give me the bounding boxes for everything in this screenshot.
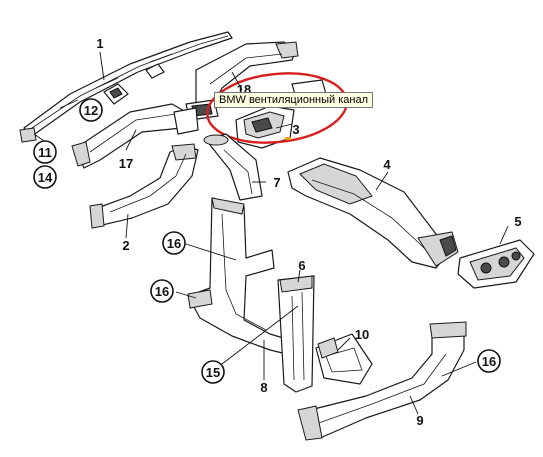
svg-text:10: 10: [355, 327, 369, 342]
callout-9: 9: [416, 413, 423, 428]
svg-text:3: 3: [292, 122, 299, 137]
callout-2: 2: [122, 238, 129, 253]
callout-11: 11: [33, 140, 57, 164]
svg-text:16: 16: [482, 354, 496, 369]
svg-text:5: 5: [514, 214, 521, 229]
part-5-vent-grille: [457, 239, 535, 289]
callout-12: 12: [79, 98, 103, 122]
callout-14: 14: [33, 165, 57, 189]
leader-lines: [33, 51, 509, 415]
callout-10: 10: [355, 327, 369, 342]
svg-text:12: 12: [84, 103, 98, 118]
part-9-bottom-duct: [297, 321, 467, 441]
svg-text:1: 1: [96, 36, 103, 51]
part-1-dash-strip: [19, 31, 233, 143]
svg-text:16: 16: [155, 284, 169, 299]
part-2-lower-left-duct: [89, 143, 199, 229]
callout-16-a: 16: [162, 231, 186, 255]
callout-8: 8: [260, 380, 267, 395]
svg-text:15: 15: [206, 365, 220, 380]
svg-text:9: 9: [416, 413, 423, 428]
svg-text:6: 6: [298, 258, 305, 273]
part-12-small-vent: [103, 63, 165, 105]
svg-text:2: 2: [122, 238, 129, 253]
callout-17: 17: [119, 156, 133, 171]
svg-text:17: 17: [119, 156, 133, 171]
callout-16-c: 16: [477, 349, 501, 373]
svg-text:8: 8: [260, 380, 267, 395]
svg-text:16: 16: [167, 236, 181, 251]
svg-text:4: 4: [383, 157, 391, 172]
callout-3: 3: [292, 122, 299, 137]
part-6-vertical-duct: [277, 275, 315, 393]
callout-15: 15: [201, 360, 225, 384]
part-17-left-duct: [71, 103, 199, 169]
svg-text:11: 11: [38, 145, 52, 160]
callout-5: 5: [514, 214, 521, 229]
svg-text:14: 14: [38, 170, 53, 185]
callout-16-b: 16: [150, 279, 174, 303]
callout-4: 4: [383, 157, 391, 172]
svg-text:7: 7: [273, 175, 280, 190]
part-7-duct-piece: [203, 133, 263, 201]
part-4-right-duct: [287, 157, 459, 269]
callout-7: 7: [273, 175, 280, 190]
part-tooltip: BMW вентиляционный канал: [214, 92, 374, 108]
part-10-flat-piece: [315, 333, 373, 385]
callout-1: 1: [96, 36, 103, 51]
callout-6: 6: [298, 258, 305, 273]
highlight-marker: [285, 137, 291, 140]
